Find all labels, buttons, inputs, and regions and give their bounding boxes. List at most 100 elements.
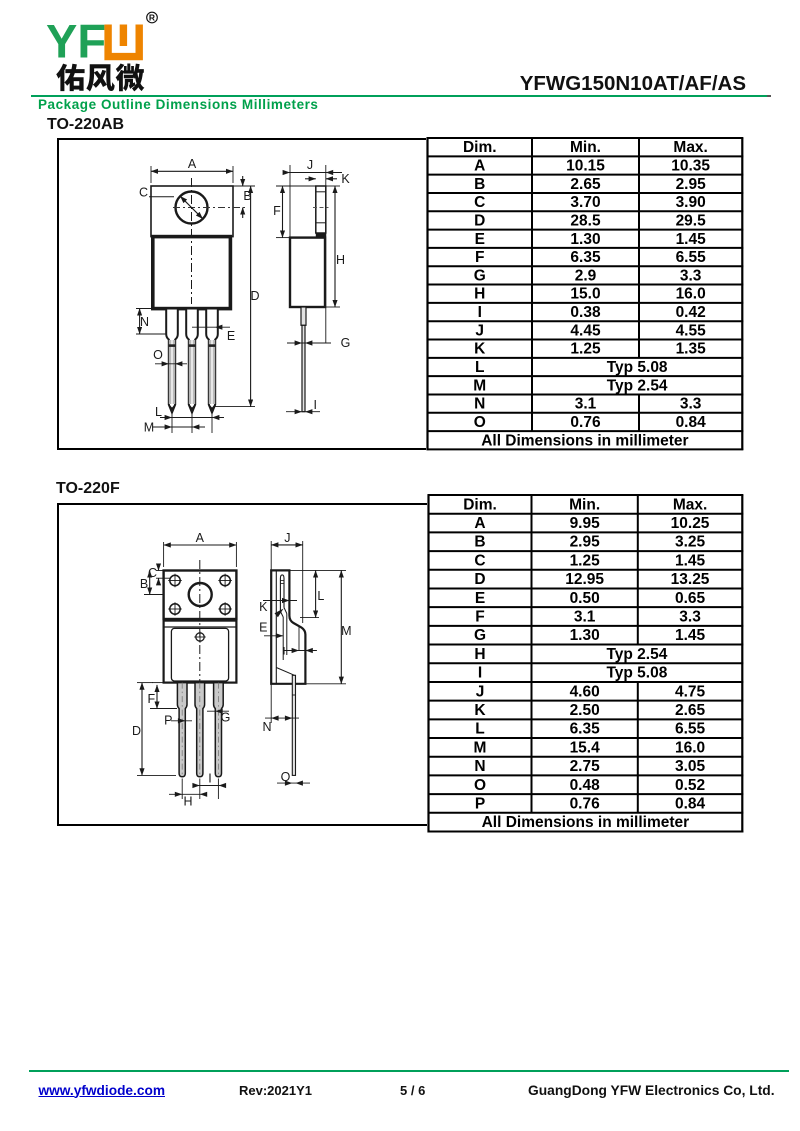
svg-text:R: R [149, 13, 155, 23]
svg-text:H: H [336, 253, 345, 267]
svg-text:E: E [259, 621, 267, 635]
svg-text:10.35: 10.35 [671, 157, 710, 174]
svg-text:15.4: 15.4 [570, 739, 601, 756]
svg-text:Dim.: Dim. [463, 496, 497, 513]
svg-text:12.95: 12.95 [565, 571, 604, 588]
svg-text:2.75: 2.75 [570, 758, 601, 775]
svg-text:K: K [259, 600, 268, 614]
svg-text:C: C [474, 552, 485, 569]
svg-text:1.30: 1.30 [570, 231, 600, 248]
svg-text:1.25: 1.25 [570, 341, 601, 358]
svg-text:F: F [475, 249, 484, 266]
svg-text:H: H [474, 646, 485, 663]
svg-text:O: O [474, 414, 486, 431]
svg-text:M: M [473, 377, 486, 394]
svg-text:H: H [183, 795, 192, 809]
svg-text:0.48: 0.48 [570, 777, 601, 794]
svg-text:10.15: 10.15 [566, 157, 605, 174]
svg-text:Typ 2.54: Typ 2.54 [607, 377, 668, 394]
svg-text:B: B [474, 534, 485, 551]
svg-text:4.55: 4.55 [676, 322, 707, 339]
svg-text:Min.: Min. [569, 496, 600, 513]
svg-text:I: I [208, 772, 211, 786]
svg-text:C: C [148, 566, 157, 580]
svg-text:3.90: 3.90 [676, 194, 706, 211]
svg-text:28.5: 28.5 [570, 212, 601, 229]
svg-text:0.84: 0.84 [675, 795, 706, 812]
svg-text:G: G [474, 627, 486, 644]
svg-text:0.38: 0.38 [570, 304, 601, 321]
svg-text:Typ 5.08: Typ 5.08 [606, 665, 667, 682]
svg-text:K: K [474, 702, 486, 719]
svg-text:B: B [140, 577, 148, 591]
svg-text:6.55: 6.55 [675, 721, 706, 738]
svg-text:P: P [164, 714, 172, 728]
svg-text:2.50: 2.50 [570, 702, 600, 719]
svg-text:A: A [188, 157, 197, 171]
svg-text:3.3: 3.3 [680, 267, 702, 284]
svg-text:N: N [140, 315, 149, 329]
svg-text:13.25: 13.25 [671, 571, 710, 588]
svg-text:N: N [474, 396, 485, 413]
svg-text:A: A [474, 515, 485, 532]
svg-text:1.25: 1.25 [570, 552, 601, 569]
svg-text:3.25: 3.25 [675, 534, 706, 551]
svg-text:G: G [474, 267, 486, 284]
svg-text:B: B [474, 176, 485, 193]
svg-text:Max.: Max. [673, 139, 707, 156]
svg-text:4.45: 4.45 [570, 322, 601, 339]
svg-text:10.25: 10.25 [671, 515, 710, 532]
svg-text:L: L [475, 721, 484, 738]
svg-text:1.30: 1.30 [570, 627, 600, 644]
svg-text:2.95: 2.95 [570, 534, 601, 551]
svg-text:0.50: 0.50 [570, 590, 600, 607]
svg-text:9.95: 9.95 [570, 515, 601, 532]
svg-text:3.05: 3.05 [675, 758, 706, 775]
svg-text:3.70: 3.70 [570, 194, 600, 211]
svg-text:L: L [317, 589, 324, 603]
svg-text:1.45: 1.45 [675, 627, 706, 644]
svg-text:4.75: 4.75 [675, 683, 706, 700]
svg-text:Dim.: Dim. [463, 139, 497, 156]
svg-text:Q: Q [281, 770, 291, 784]
svg-text:2.9: 2.9 [575, 267, 597, 284]
svg-text:M: M [144, 421, 154, 435]
svg-text:D: D [474, 571, 485, 588]
svg-text:16.0: 16.0 [675, 739, 705, 756]
svg-text:16.0: 16.0 [676, 286, 706, 303]
svg-text:1.35: 1.35 [676, 341, 707, 358]
svg-text:0.65: 0.65 [675, 590, 706, 607]
svg-text:4.60: 4.60 [570, 683, 600, 700]
svg-text:C: C [139, 186, 148, 200]
svg-text:H: H [474, 286, 485, 303]
svg-text:I: I [478, 304, 482, 321]
svg-text:N: N [474, 758, 485, 775]
svg-text:G: G [221, 711, 231, 725]
svg-text:O: O [153, 348, 163, 362]
svg-text:D: D [132, 724, 141, 738]
svg-text:Max.: Max. [673, 496, 707, 513]
svg-text:0.42: 0.42 [676, 304, 706, 321]
svg-text:1.45: 1.45 [675, 552, 706, 569]
svg-text:1.45: 1.45 [676, 231, 707, 248]
svg-text:F: F [475, 609, 484, 626]
svg-text:J: J [476, 683, 485, 700]
svg-text:Min.: Min. [570, 139, 601, 156]
svg-text:I: I [282, 646, 285, 658]
svg-text:D: D [250, 289, 259, 303]
svg-text:6.35: 6.35 [570, 721, 601, 738]
svg-text:3.3: 3.3 [679, 609, 701, 626]
svg-text:0.76: 0.76 [570, 795, 601, 812]
svg-text:M: M [474, 739, 487, 756]
svg-text:G: G [341, 336, 351, 350]
svg-text:L: L [155, 405, 162, 419]
svg-text:F: F [273, 204, 281, 218]
svg-text:Typ 2.54: Typ 2.54 [606, 646, 667, 663]
svg-text:2.95: 2.95 [676, 176, 707, 193]
svg-text:3.1: 3.1 [574, 609, 596, 626]
svg-text:E: E [475, 231, 485, 248]
svg-text:YF: YF [46, 15, 106, 68]
svg-text:M: M [341, 624, 351, 638]
svg-text:I: I [478, 665, 482, 682]
svg-text:B: B [243, 189, 251, 203]
